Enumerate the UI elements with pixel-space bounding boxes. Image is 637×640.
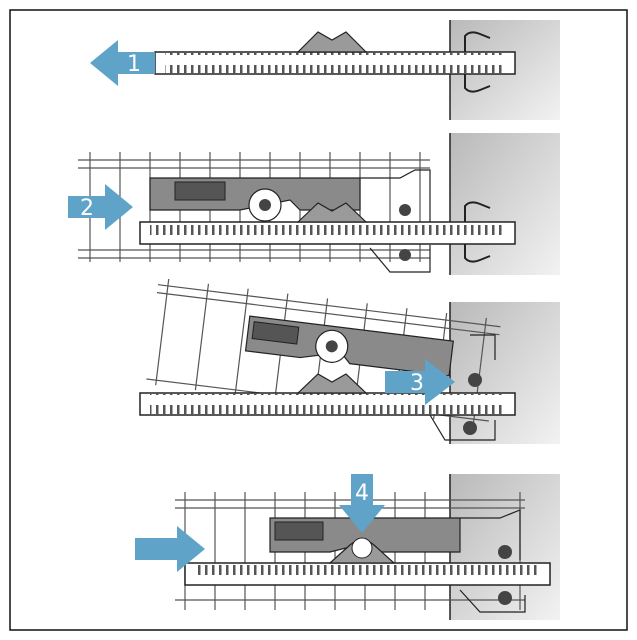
step-2-label: 2 [80,196,94,221]
rail-clip-1 [296,31,368,53]
panel-step-3: 3 [139,278,560,444]
panel-step-4: 4 [135,474,560,620]
step-4-label: 4 [355,481,369,506]
step-2-arrow [68,184,133,230]
push-arrow [135,526,205,572]
panel-step-2: 2 [68,133,560,275]
step-3-label: 3 [410,371,424,396]
wall-3 [450,302,560,444]
rail-clip-2 [296,202,368,223]
step-3-arrow [385,359,455,405]
rail-clip-3 [296,373,368,394]
step-1-arrow [90,40,155,86]
step-1-label: 1 [127,52,141,77]
panel-step-1: 1 [90,20,560,120]
step-4-arrow [339,474,385,533]
